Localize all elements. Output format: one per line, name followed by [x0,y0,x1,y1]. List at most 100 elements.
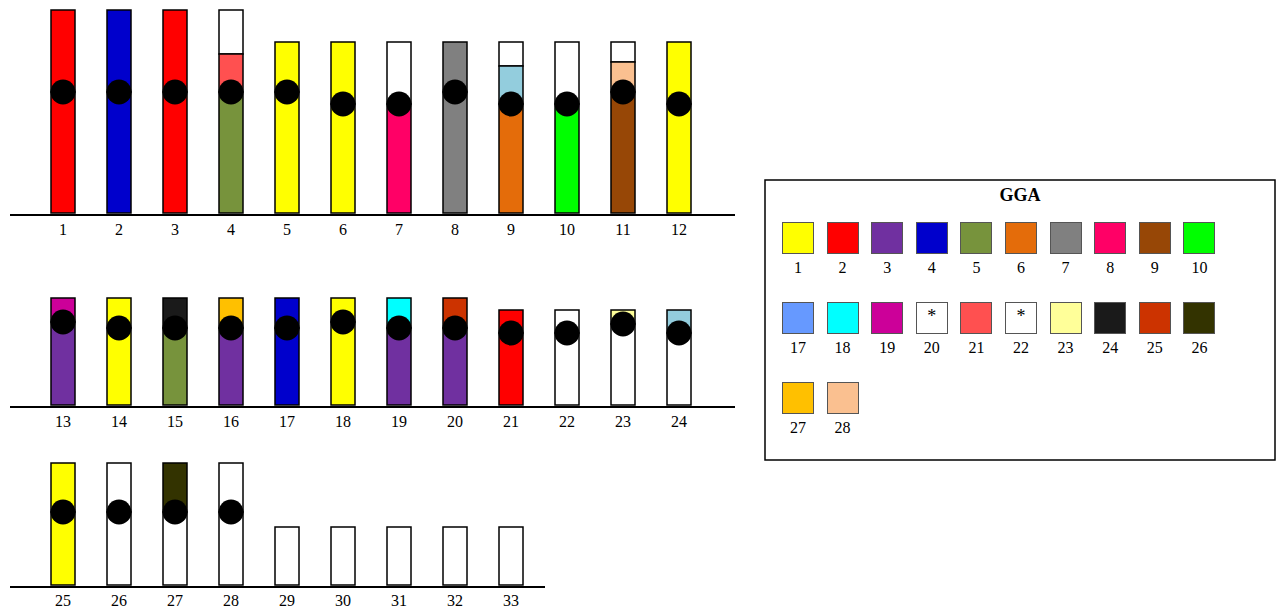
centromere [163,80,188,105]
chromosome [443,527,467,585]
chromosome-number: 6 [339,221,347,239]
legend-frame [765,180,1275,460]
chromosome [275,42,300,213]
chromosome [499,42,524,213]
chromosome [107,298,132,405]
chromosome-number: 5 [283,221,291,239]
legend-swatch [827,302,859,334]
legend-label: 2 [839,259,847,277]
chromosome [163,298,188,405]
centromere [163,316,188,341]
centromere [499,92,524,117]
chromosome [331,298,356,405]
chromosome [51,10,76,213]
chromosome [387,527,411,585]
chromosome [611,42,636,213]
legend-label: 27 [790,419,806,437]
chromosome-arm [275,92,299,213]
chromosome [331,42,356,213]
centromere [611,80,636,105]
chromosome-arm [387,527,411,585]
chromosome [219,298,244,405]
chromosome-number: 7 [395,221,403,239]
chromosome-number: 29 [279,592,295,610]
chromosome-arm [387,104,411,213]
chromosome [387,42,412,213]
legend-swatch [1094,302,1126,334]
legend-swatch [1094,222,1126,254]
centromere [107,500,132,525]
chromosome [163,463,188,585]
centromere [275,316,300,341]
chromosome [51,463,76,585]
chromosome-number: 3 [171,221,179,239]
chromosome-number: 10 [559,221,575,239]
chromosome-number: 33 [503,592,519,610]
centromere [555,321,580,346]
centromere [667,92,692,117]
centromere [611,312,636,337]
centromere [163,500,188,525]
chromosome-number: 22 [559,413,575,431]
legend-label: 18 [835,339,851,357]
chromosome-arm [611,92,635,213]
centromere [51,80,76,105]
chromosome-arm [555,104,579,213]
chromosome-number: 13 [55,413,71,431]
chromosome-arm [443,92,467,213]
legend-label: 9 [1151,259,1159,277]
asterisk-mark: * [1017,307,1026,327]
centromere [331,92,356,117]
chromosome [443,298,468,405]
chromosome-number: 31 [391,592,407,610]
legend-swatch [871,302,903,334]
chromosome-number: 30 [335,592,351,610]
chromosome-number: 11 [615,221,630,239]
legend-swatch [1183,222,1215,254]
chromosome-number: 14 [111,413,127,431]
chromosome [275,298,300,405]
legend-label: 8 [1106,259,1114,277]
centromere [499,321,524,346]
chromosome-arm [499,104,523,213]
chromosome-arm [443,527,467,585]
chromosome [331,527,355,585]
legend-swatch [960,302,992,334]
chromosome [107,463,132,585]
legend-label: 7 [1062,259,1070,277]
chromosome [499,310,524,405]
chromosome-number: 17 [279,413,295,431]
chromosome [51,298,76,405]
chromosome-number: 23 [615,413,631,431]
chromosome-number: 19 [391,413,407,431]
legend-swatch [1139,222,1171,254]
chromosome-arm [163,92,187,213]
chromosome-number: 16 [223,413,239,431]
legend-label: 20 [924,339,940,357]
centromere [219,80,244,105]
legend-swatch [1183,302,1215,334]
chromosome-number: 32 [447,592,463,610]
legend-label: 25 [1147,339,1163,357]
chromosome-number: 8 [451,221,459,239]
chromosome-number: 21 [503,413,519,431]
legend-label: 19 [879,339,895,357]
chromosome [443,42,468,213]
chromosome-number: 4 [227,221,235,239]
legend-swatch [960,222,992,254]
legend-swatch [827,382,859,414]
chromosome [667,42,692,213]
chromosome-number: 28 [223,592,239,610]
centromere [51,500,76,525]
chromosome-number: 1 [59,221,67,239]
chromosome-number: 25 [55,592,71,610]
chromosome-arm [499,42,523,66]
chromosome [499,527,523,585]
legend-label: 28 [835,419,851,437]
legend-label: 3 [883,259,891,277]
chromosome [163,10,188,213]
legend-label: 21 [968,339,984,357]
chromosome-arm [275,527,299,585]
chromosome-arm [331,527,355,585]
